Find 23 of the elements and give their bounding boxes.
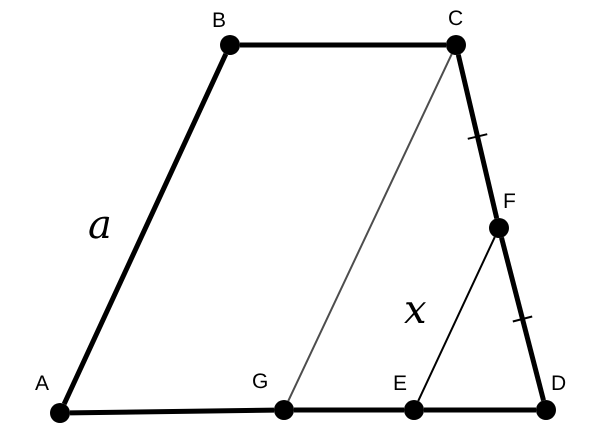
point-dot — [220, 35, 240, 55]
point-label: G — [252, 371, 268, 392]
line-segment — [287, 54, 453, 402]
point-dot — [489, 218, 509, 238]
point-label: A — [35, 373, 50, 394]
point-label: B — [212, 10, 226, 31]
point-dot — [50, 403, 70, 423]
line-segment — [62, 53, 228, 405]
line-segment — [294, 408, 404, 412]
point-dot — [404, 400, 424, 420]
point-label: E — [393, 373, 408, 394]
point-dot — [274, 400, 294, 420]
line-segment — [240, 42, 446, 48]
line-segment — [70, 408, 274, 416]
point-dot — [536, 400, 556, 420]
line-segment — [417, 236, 496, 402]
line-segment — [499, 237, 546, 401]
point-dot — [446, 35, 466, 55]
point-label: D — [551, 373, 566, 394]
point-label: F — [503, 191, 516, 212]
point-label: C — [448, 8, 464, 29]
line-segment — [424, 408, 536, 412]
line-segment — [456, 54, 500, 219]
